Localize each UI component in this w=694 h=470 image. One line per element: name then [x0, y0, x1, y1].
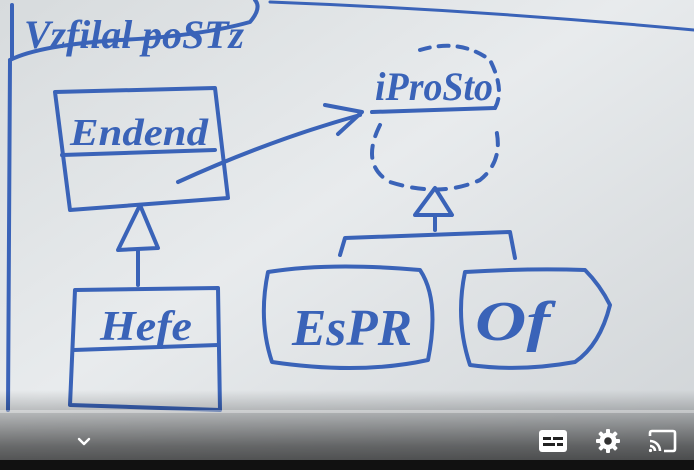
chevron-down-icon	[77, 437, 91, 446]
class-top-label: Endend	[69, 112, 209, 154]
cast-button[interactable]	[642, 421, 682, 461]
subtitles-icon	[539, 430, 567, 452]
interface-label: iProSto	[375, 64, 493, 109]
progress-bar[interactable]	[0, 410, 694, 413]
class-bottom-label: Hefe	[99, 304, 192, 350]
box-right-label: Of	[475, 291, 557, 353]
settings-button[interactable]	[588, 421, 628, 461]
box-left-label: EsPR	[291, 300, 412, 357]
gear-icon	[596, 429, 620, 453]
title-text: Vzfilal poSTz	[24, 12, 244, 57]
controls-gradient	[0, 390, 694, 470]
expand-chevron-button[interactable]	[64, 421, 104, 461]
player-bottom-edge	[0, 460, 694, 470]
subtitles-button[interactable]	[533, 421, 573, 461]
cast-icon	[648, 429, 677, 453]
